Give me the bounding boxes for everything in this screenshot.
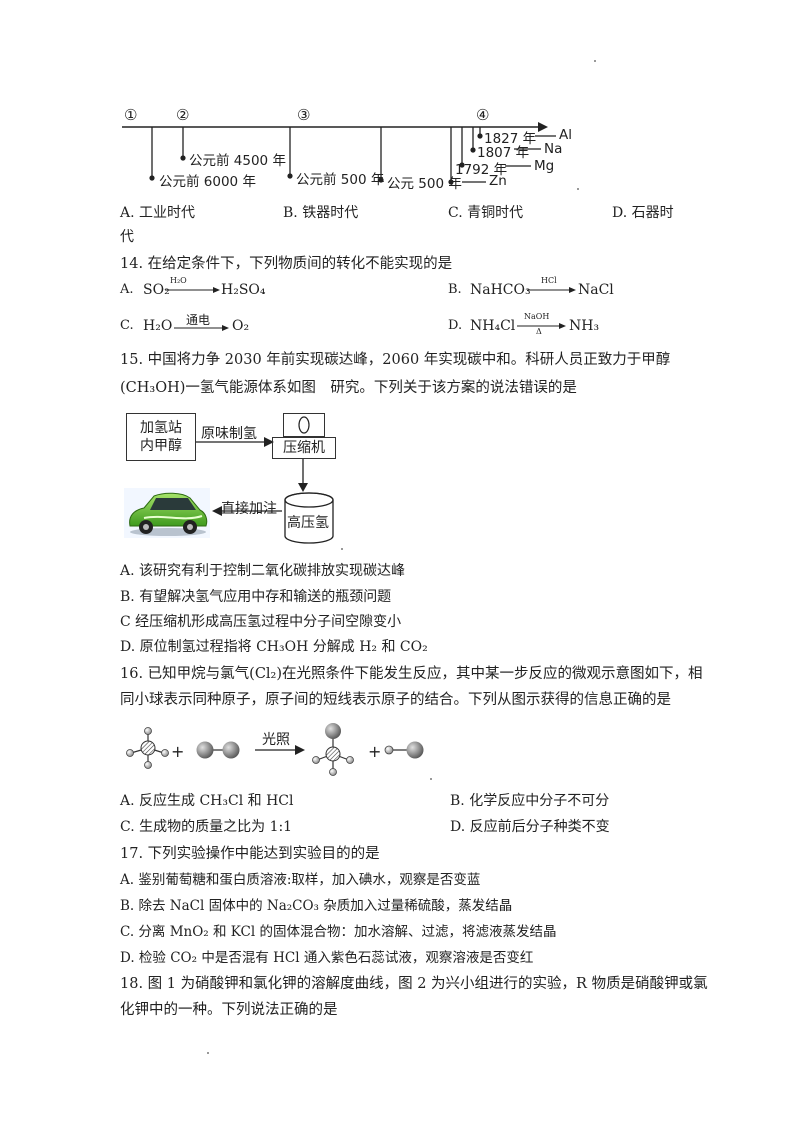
q18-line-2: 化钾中的一种。下列说法正确的是 [120, 1002, 338, 1018]
reaction-micro-diagram [126, 723, 424, 776]
q17-option-d: D. 检验 CO₂ 中是否混有 HCl 通入紫色石蕊试液，观察溶液是否变红 [120, 950, 534, 966]
hydrogen-tank-icon [284, 492, 334, 544]
q16-option-c: C. 生成物的质量之比为 1:1 [120, 819, 293, 835]
q14-b-left: NaHCO₃ [470, 282, 531, 298]
q14-a-left: SO₂ [143, 282, 170, 298]
q14-a-label: A. [120, 282, 134, 297]
q13-option-b: B. 铁器时代 [283, 205, 359, 221]
methane-molecule [126, 727, 169, 769]
timeline-marker-1: ① [124, 106, 138, 124]
timeline-marker-2: ② [176, 106, 190, 124]
q14-d-label: D. [448, 318, 463, 333]
q15-line-1: 15. 中国将力争 2030 年前实现碳达峰，2060 年实现碳中和。科研人员正… [120, 352, 671, 368]
q14-b-label: B. [448, 282, 462, 297]
q14-a-cond: H₂O [170, 276, 187, 285]
date-bc500: 公元前 500 年 [296, 172, 385, 188]
q16-line-1: 16. 已知甲烷与氯气(Cl₂)在光照条件下能发生反应，其中某一步反应的微观示意… [120, 666, 703, 682]
q16-option-a: A. 反应生成 CH₃Cl 和 HCl [120, 793, 294, 809]
chloromethane-molecule [312, 723, 354, 776]
station-methanol-box: 加氢站 内甲醇 [126, 413, 196, 461]
q13-option-d-wrap: 代 [120, 229, 134, 245]
q16-option-d: D. 反应前后分子种类不变 [450, 819, 610, 835]
q14-b-cond: HCl [541, 276, 557, 285]
q14-a-right: H₂SO₄ [221, 282, 266, 298]
date-1827: 1827 年 [484, 131, 537, 147]
q14-c-arrow [174, 325, 229, 331]
compressor-piston-icon [298, 416, 310, 434]
q14-d-left: NH₄Cl [470, 318, 516, 334]
metal-zn: Zn [489, 173, 507, 189]
q17-stem: 17. 下列实验操作中能达到实验目的的是 [120, 846, 380, 862]
date-bc4500: 公元前 4500 年 [189, 153, 286, 169]
q14-stem: 14. 在给定条件下，下列物质间的转化不能实现的是 [120, 256, 453, 272]
left-arrow [212, 506, 282, 516]
plus-sign-1: + [171, 742, 185, 761]
q14-b-arrow [527, 287, 576, 293]
chlorine-molecule [196, 741, 240, 759]
q17-option-a: A. 鉴别葡萄糖和蛋白质溶液:取样，加入碘水，观察是否变蓝 [120, 872, 481, 888]
q14-d-arrow [517, 323, 566, 329]
q15-line-2: (CH₃OH)一氢气能源体系如图 研究。下列关于该方案的说法错误的是 [120, 380, 577, 396]
compressor-top [283, 413, 325, 437]
plus-sign-2: + [368, 742, 382, 761]
q15-option-b: B. 有望解决氢气应用中存和输送的瓶颈问题 [120, 589, 392, 605]
metal-mg: Mg [534, 158, 555, 174]
light-condition-label: 光照 [262, 732, 290, 748]
q14-d-cond: NaOH [524, 312, 550, 321]
q16-line-2: 同小球表示同种原子，原子间的短线表示原子的结合。下列从图示获得的信息正确的是 [120, 692, 671, 708]
q14-d-cond2: Δ [536, 327, 542, 336]
scan-speck [594, 60, 596, 62]
timeline-marker-3: ③ [297, 106, 311, 124]
arrow-label-direct-refuel: 直接加注 [221, 501, 277, 517]
q14-c-cond: 通电 [186, 313, 211, 327]
scan-speck [341, 548, 343, 550]
metal-na: Na [544, 141, 563, 157]
scan-speck [430, 778, 432, 780]
timeline-marker-4: ④ [476, 106, 490, 124]
q15-option-c: C 经压缩机形成高压氢过程中分子间空隙变小 [120, 614, 402, 630]
hydrogen-car-icon [124, 488, 210, 538]
date-1792: 1792 年 [455, 162, 508, 178]
q14-d-right: NH₃ [569, 318, 600, 334]
down-arrow [298, 459, 308, 492]
arrow-label-hydrogen-production: 原味制氢 [201, 426, 257, 442]
date-ad500: 公元 500 年 [387, 176, 462, 192]
hydrogen-chloride-molecule [384, 741, 424, 759]
date-1807: 1807 年 [477, 145, 530, 161]
q15-option-a: A. 该研究有利于控制二氧化碳排放实现碳达峰 [120, 563, 406, 579]
q14-c-left: H₂O [143, 318, 173, 334]
q16-option-b: B. 化学反应中分子不可分 [450, 793, 610, 809]
q13-option-c: C. 青铜时代 [448, 205, 524, 221]
date-bc6000: 公元前 6000 年 [159, 174, 256, 190]
scan-speck [207, 1052, 209, 1054]
q17-option-c: C. 分离 MnO₂ 和 KCl 的固体混合物：加水溶解、过滤，将滤液蒸发结晶 [120, 924, 557, 940]
q14-c-right: O₂ [232, 318, 250, 334]
q14-b-right: NaCl [578, 282, 614, 298]
q14-c-label: C. [120, 318, 134, 333]
q18-line-1: 18. 图 1 为硝酸钾和氯化钾的溶解度曲线，图 2 为兴小组进行的实验，R 物… [120, 976, 708, 992]
q17-option-b: B. 除去 NaCl 固体中的 Na₂CO₃ 杂质加入过量稀硫酸，蒸发结晶 [120, 898, 513, 914]
tank-label: 高压氢 [287, 515, 329, 531]
metal-timeline-figure [122, 122, 556, 185]
q13-option-a: A. 工业时代 [120, 205, 196, 221]
q13-option-d: D. 石器时 [612, 205, 674, 221]
q14-a-arrow [165, 287, 220, 293]
scan-speck [577, 188, 579, 190]
metal-al: Al [559, 127, 572, 143]
compressor-box: 压缩机 [272, 437, 336, 459]
diagram-arrows [196, 437, 274, 447]
q15-option-d: D. 原位制氢过程指将 CH₃OH 分解成 H₂ 和 CO₂ [120, 639, 428, 655]
